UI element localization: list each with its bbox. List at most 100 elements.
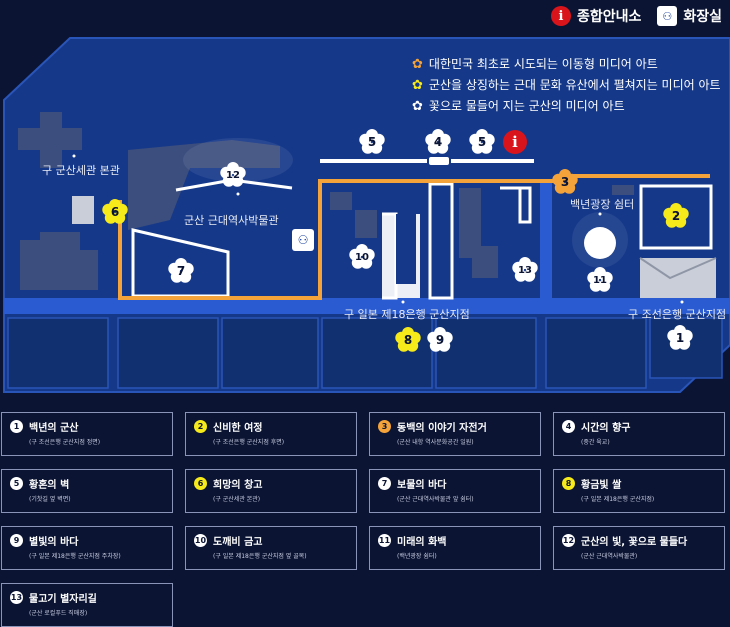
- spot-title: 군산의 빛, 꽃으로 물들다: [581, 537, 688, 548]
- label-bank18: 구 일본 제18은행 군산지점: [344, 308, 470, 321]
- city-blocks: [7, 317, 723, 389]
- top-legend: i 종합안내소 ⚇ 화장실: [550, 6, 722, 26]
- spot-number-badge: 13: [10, 591, 23, 604]
- spot-title: 황금빛 쌀: [581, 480, 622, 491]
- spot-card-1[interactable]: 1 백년의 군산 (구 조선은행 군산지점 정면): [1, 412, 173, 456]
- label-museum: 군산 근대역사박물관: [184, 214, 279, 227]
- map-canvas: [3, 37, 730, 393]
- spot-card-6[interactable]: 6 희망의 창고 (구 군산세관 본관): [185, 469, 357, 513]
- map-marker-10[interactable]: 10: [349, 244, 375, 270]
- spot-title: 보물의 바다: [397, 480, 447, 491]
- legend-text: 대한민국 최초로 시도되는 이동형 미디어 아트: [428, 57, 658, 71]
- spot-title: 별빛의 바다: [29, 537, 79, 548]
- spot-number-badge: 4: [562, 420, 575, 433]
- label-plaza: 백년광장 쉼터: [570, 198, 635, 211]
- plaza-circle: [584, 227, 616, 259]
- spot-location: (기찻길 옆 벽면): [29, 496, 71, 503]
- spot-title: 희망의 창고: [213, 480, 263, 491]
- spot-location: (구 일본 제18은행 군산지점): [581, 496, 655, 503]
- spot-location: (구 조선은행 군산지점 후면): [213, 439, 285, 446]
- restroom-icon[interactable]: ⚇: [292, 229, 314, 251]
- spot-title: 물고기 별자리길: [29, 594, 97, 605]
- building-silhouettes: [18, 112, 634, 290]
- spot-number-badge: 3: [378, 420, 391, 433]
- label-joseon-bank: 구 조선은행 군산지점: [628, 308, 727, 321]
- spot-location: (구 일본 제18은행 군산지점 옆 골목): [213, 553, 307, 560]
- overpass-center: [427, 155, 451, 167]
- map-legend: ✿ 대한민국 최초로 시도되는 이동형 미디어 아트 ✿ 군산을 상징하는 근대 문…: [412, 54, 721, 117]
- side-road: [540, 180, 552, 300]
- main-road: [4, 298, 730, 314]
- legend-row-white: ✿ 꽃으로 물들어 지는 군산의 미디어 아트: [412, 96, 721, 117]
- map-marker-3[interactable]: 3: [552, 169, 578, 195]
- spot-card-9[interactable]: 9 별빛의 바다 (구 일본 제18은행 군산지점 주차장): [1, 526, 173, 570]
- toilet-label: 화장실: [683, 9, 722, 25]
- info-icon[interactable]: i: [503, 130, 527, 154]
- map-marker-13[interactable]: 13: [512, 257, 538, 283]
- customs-building: [72, 196, 94, 224]
- map-marker-7[interactable]: 7: [168, 258, 194, 284]
- map-marker-6[interactable]: 6: [102, 199, 128, 225]
- spot-title: 도깨비 금고: [213, 537, 263, 548]
- spot-location: (군산 로컬푸드 직매장): [29, 610, 88, 617]
- spot-card-3[interactable]: 3 동백의 이야기 자전거 (군산 내항 역사문화공간 일원): [369, 412, 541, 456]
- spot-title: 동백의 이야기 자전거: [397, 423, 487, 434]
- map-marker-5[interactable]: 5: [359, 129, 385, 155]
- spot-card-4[interactable]: 4 시간의 향구 (중간 육교): [553, 412, 725, 456]
- spot-title: 황혼의 벽: [29, 480, 70, 491]
- flower-icon: ✿: [412, 99, 423, 114]
- spot-title: 백년의 군산: [29, 423, 79, 434]
- flower-icon: ✿: [412, 78, 423, 93]
- spot-card-13[interactable]: 13 물고기 별자리길 (군산 로컬푸드 직매장): [1, 583, 173, 627]
- info-label: 종합안내소: [576, 9, 642, 25]
- spot-number-badge: 12: [562, 534, 575, 547]
- bank18-building-inner: [396, 214, 416, 284]
- restroom-icon: ⚇: [657, 6, 678, 26]
- map-marker-5[interactable]: 5: [469, 129, 495, 155]
- map-marker-9[interactable]: 9: [427, 327, 453, 353]
- legend-row-orange: ✿ 대한민국 최초로 시도되는 이동형 미디어 아트: [412, 54, 721, 75]
- legend-text: 꽃으로 물들어 지는 군산의 미디어 아트: [428, 99, 625, 113]
- info-legend: i 종합안내소: [550, 6, 642, 26]
- spot-card-5[interactable]: 5 황혼의 벽 (기찻길 옆 벽면): [1, 469, 173, 513]
- spot-title: 신비한 여정: [213, 423, 263, 434]
- legend-text: 군산을 상징하는 근대 문화 유산에서 펼쳐지는 미디어 아트: [428, 78, 721, 92]
- joseon-bank-roof: [640, 258, 716, 298]
- map-marker-11[interactable]: 11: [587, 267, 613, 293]
- spot-location: (군산 근대역사박물관 앞 쉼터): [397, 496, 474, 503]
- legend-row-yellow: ✿ 군산을 상징하는 근대 문화 유산에서 펼쳐지는 미디어 아트: [412, 75, 721, 96]
- spot-location: (중간 육교): [581, 439, 610, 446]
- spot-card-10[interactable]: 10 도깨비 금고 (구 일본 제18은행 군산지점 옆 골목): [185, 526, 357, 570]
- spot-number-badge: 11: [378, 534, 391, 547]
- spot-number-badge: 10: [194, 534, 207, 547]
- spot-card-11[interactable]: 11 미래의 화백 (백년광장 쉼터): [369, 526, 541, 570]
- joseon-bank-roofline: [639, 257, 717, 280]
- map-marker-8[interactable]: 8: [395, 327, 421, 353]
- spot-number-badge: 2: [194, 420, 207, 433]
- spot-location: (구 일본 제18은행 군산지점 주차장): [29, 553, 121, 560]
- spot-location: (군산 근대역사박물관): [581, 553, 638, 560]
- spot-location: (백년광장 쉼터): [397, 553, 437, 560]
- spot-title: 미래의 화백: [397, 537, 447, 548]
- spot-location: (군산 내항 역사문화공간 일원): [397, 439, 474, 446]
- spot-number-badge: 6: [194, 477, 207, 490]
- spot-number-badge: 1: [10, 420, 23, 433]
- spot-location: (구 조선은행 군산지점 정면): [29, 439, 101, 446]
- spot-card-12[interactable]: 12 군산의 빛, 꽃으로 물들다 (군산 근대역사박물관): [553, 526, 725, 570]
- spot-card-7[interactable]: 7 보물의 바다 (군산 근대역사박물관 앞 쉼터): [369, 469, 541, 513]
- map-marker-1[interactable]: 1: [667, 325, 693, 351]
- map-marker-4[interactable]: 4: [425, 129, 451, 155]
- spot-number-badge: 5: [10, 477, 23, 490]
- map-marker-12[interactable]: 12: [220, 162, 246, 188]
- flower-icon: ✿: [412, 57, 423, 72]
- map-marker-2[interactable]: 2: [663, 203, 689, 229]
- spot-number-badge: 9: [10, 534, 23, 547]
- label-dots: [72, 154, 684, 304]
- spot-location: (구 군산세관 본관): [213, 496, 261, 503]
- spot-card-2[interactable]: 2 신비한 여정 (구 조선은행 군산지점 후면): [185, 412, 357, 456]
- spot-number-badge: 7: [378, 477, 391, 490]
- toilet-legend: ⚇ 화장실: [657, 6, 722, 26]
- info-icon: i: [550, 6, 571, 26]
- spot-title: 시간의 향구: [581, 423, 631, 434]
